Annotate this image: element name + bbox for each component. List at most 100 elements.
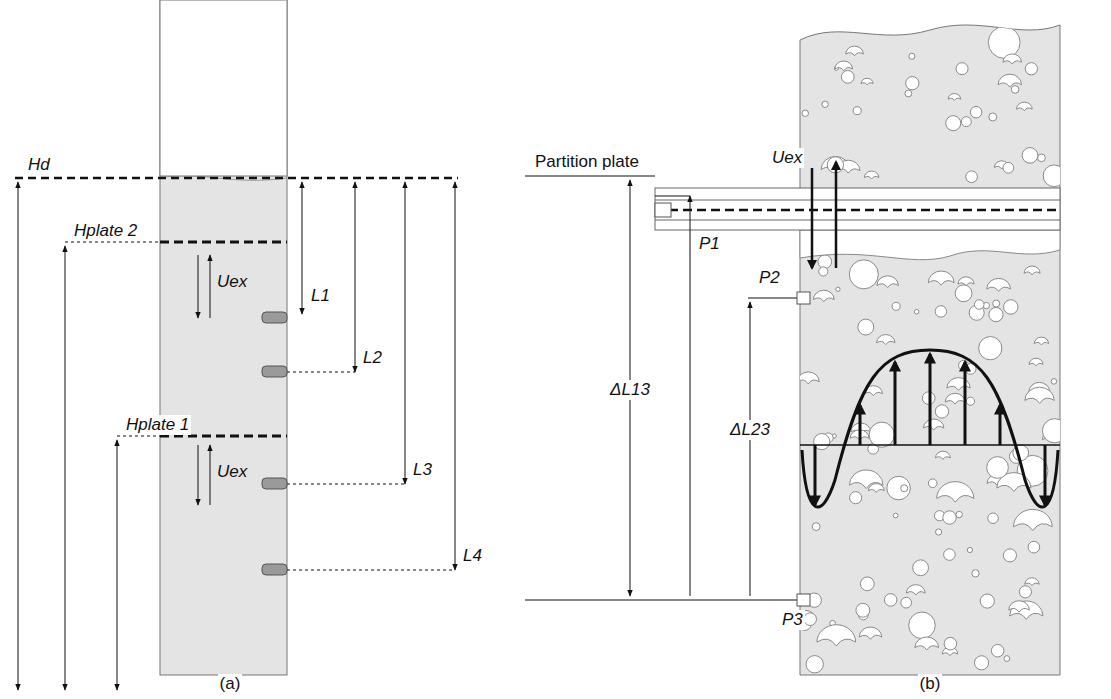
drawing-stroke — [946, 116, 961, 131]
drawing-stroke — [906, 585, 925, 595]
probe-label: P3 — [780, 610, 805, 630]
length-label: L3 — [411, 460, 434, 480]
drawing-stroke — [967, 547, 972, 552]
drawing-stroke — [835, 61, 853, 71]
velocity-label: Uex — [770, 148, 804, 168]
probes-a — [262, 312, 287, 575]
drawing-stroke — [935, 405, 948, 418]
height-label: Hplate 1 — [124, 415, 191, 435]
drawing-stroke — [690, 196, 691, 596]
drawing-stroke — [797, 292, 810, 304]
velocity-label: Uex — [215, 272, 249, 292]
drawing-stroke — [846, 46, 864, 56]
length-label: L1 — [309, 286, 332, 306]
velocity-profile — [800, 350, 1060, 507]
drawing-stroke — [936, 529, 942, 535]
drawing-stroke — [655, 200, 1060, 201]
drawing-stroke — [1028, 541, 1040, 553]
drawing-stroke — [956, 63, 968, 75]
drawing-stroke — [262, 312, 287, 323]
drawing-stroke — [1003, 162, 1014, 173]
dimension-lines-a — [15, 178, 458, 690]
drawing-stroke — [859, 405, 862, 445]
drawing-stroke — [909, 53, 915, 59]
drawing-stroke — [1004, 300, 1018, 314]
drawing-stroke — [948, 94, 961, 101]
drawing-stroke — [117, 440, 118, 690]
drawing-stroke — [655, 220, 1060, 221]
drawing-stroke — [65, 246, 66, 690]
drawing-stroke — [987, 457, 1009, 479]
drawing-stroke — [1025, 387, 1054, 403]
height-label: Hd — [26, 155, 52, 175]
drawing-stroke — [1025, 578, 1039, 586]
drawing-stroke — [262, 366, 287, 377]
drawing-stroke — [117, 436, 160, 437]
drawing-stroke — [901, 485, 908, 492]
drawing-stroke — [892, 302, 900, 310]
drawing-stroke — [988, 27, 1020, 59]
drawing-stroke — [802, 110, 808, 116]
drawing-stroke — [869, 422, 894, 447]
drawing-stroke — [877, 276, 899, 288]
drawing-stroke — [966, 397, 974, 405]
length-label: L2 — [361, 348, 384, 368]
drawing-stroke — [1029, 358, 1043, 366]
drawing-stroke — [1051, 379, 1057, 385]
drawing-stroke — [943, 511, 956, 524]
drawing-stroke — [988, 513, 999, 524]
probe-label: P2 — [757, 268, 782, 288]
drawing-stroke — [65, 242, 160, 243]
bubble-texture — [796, 27, 1067, 673]
drawing-stroke — [302, 182, 303, 314]
drawing-stroke — [525, 600, 800, 601]
drawing-stroke — [993, 300, 1000, 307]
drawing-stroke — [1042, 419, 1066, 443]
drawing-stroke — [1010, 601, 1043, 619]
drawing-stroke — [800, 25, 1060, 675]
drawing-stroke — [989, 113, 997, 121]
drawing-stroke — [160, 241, 287, 244]
drawing-stroke — [802, 350, 1058, 507]
drawing-stroke — [877, 335, 895, 345]
drawing-stroke — [797, 372, 819, 384]
drawing-stroke — [849, 260, 878, 289]
drawing-stroke — [160, 0, 287, 176]
drawing-stroke — [812, 523, 820, 531]
drawing-stroke — [998, 74, 1021, 87]
drawing-stroke — [836, 287, 840, 291]
drawing-stroke — [405, 182, 406, 484]
column-a — [160, 0, 287, 675]
drawing-stroke — [991, 644, 1004, 657]
drawing-stroke — [841, 71, 854, 84]
distance-label: ΔL23 — [728, 420, 772, 440]
drawing-stroke — [811, 168, 814, 268]
drawing-stroke — [287, 570, 455, 571]
drawing-stroke — [894, 362, 897, 445]
drawing-stroke — [980, 594, 994, 608]
drawing-stroke — [18, 182, 19, 690]
drawing-stroke — [262, 564, 287, 575]
drawing-stroke — [979, 337, 1002, 360]
drawing-stroke — [999, 405, 1002, 445]
drawing-stroke — [929, 354, 932, 445]
drawing-stroke — [909, 612, 936, 639]
drawing-stroke — [797, 594, 810, 606]
drawing-stroke — [655, 203, 671, 217]
drawing-stroke — [817, 625, 856, 646]
drawing-stroke — [1044, 445, 1047, 505]
drawing-stroke — [935, 306, 946, 317]
drawing-stroke — [887, 476, 911, 500]
drawing-stroke — [822, 101, 828, 107]
drawing-stroke — [1034, 337, 1048, 345]
drawing-stroke — [814, 445, 817, 505]
panel-label: (b) — [918, 674, 943, 694]
drawing-stroke — [964, 362, 967, 445]
drawing-stroke — [955, 285, 972, 302]
drawing-stroke — [974, 300, 984, 310]
drawing-stroke — [849, 470, 883, 488]
dimension-lines-b — [525, 162, 836, 600]
drawing-stroke — [198, 445, 199, 505]
